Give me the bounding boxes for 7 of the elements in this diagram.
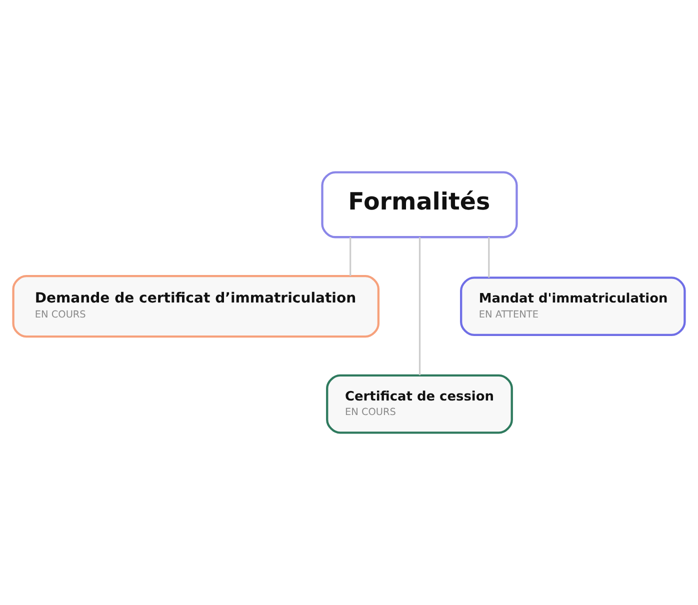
connector [488, 237, 490, 278]
node-box: Formalités [321, 171, 518, 238]
connector [418, 237, 421, 376]
node-box: Certificat de cession EN COURS [326, 374, 513, 434]
node-box: Demande de certificat d’immatriculation EN COURS [12, 274, 380, 338]
connector [350, 237, 352, 276]
node-box: Mandat d'immatriculation EN ATTENTE [460, 276, 686, 336]
